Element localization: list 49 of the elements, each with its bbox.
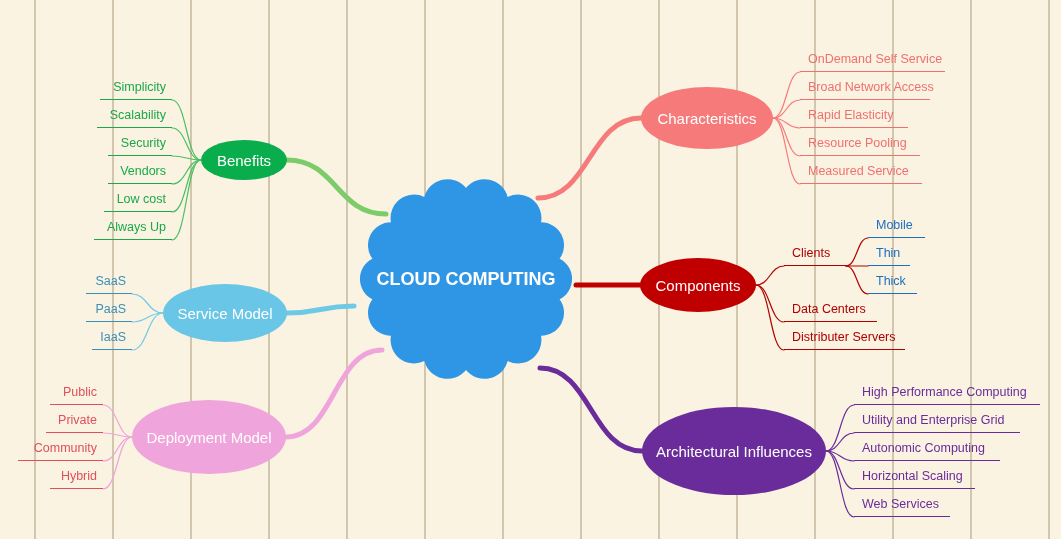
subtopic-label: Scalability (97, 106, 172, 128)
topic-ellipse: Benefits (201, 140, 287, 180)
subtopic-label: Data Centers (784, 300, 877, 322)
topic-ellipse: Components (640, 258, 756, 312)
branch-line (755, 265, 785, 286)
branch-line (102, 432, 133, 438)
branch-line (825, 450, 855, 518)
subtopic-label: Web Services (854, 495, 950, 517)
topic-ellipse: Characteristics (641, 87, 773, 149)
subtopic-label: Vendors (108, 162, 172, 184)
subtopic-label: Hybrid (50, 467, 103, 489)
subtopic-label: Public (50, 383, 103, 405)
branch-line (131, 312, 164, 323)
subtopic-label: PaaS (86, 300, 132, 322)
subtopic-label: Low cost (104, 190, 172, 212)
subtopic-label: High Performance Computing (854, 383, 1040, 405)
subtopic-label: IaaS (92, 328, 132, 350)
subtopic-label: Community (18, 439, 103, 461)
branch-line (772, 117, 801, 185)
subtopic-label: Horizontal Scaling (854, 467, 975, 489)
subtopic-label: Always Up (94, 218, 172, 240)
subtopic-label: Autonomic Computing (854, 439, 1000, 461)
subtopic-label: Measured Service (800, 162, 922, 184)
branch-line (845, 265, 869, 295)
subtopic-label: Rapid Elasticity (800, 106, 908, 128)
subtopic-label: Resource Pooling (800, 134, 920, 156)
subtopic-label: SaaS (86, 272, 132, 294)
subtopic-label: OnDemand Self Service (800, 50, 945, 72)
subtopic-label: Private (46, 411, 103, 433)
subtopic-label: Clients (784, 244, 846, 266)
subtopic-label: Mobile (868, 216, 925, 238)
topic-ellipse: Architectural Influences (642, 407, 826, 495)
subtopic-label: Security (108, 134, 172, 156)
branch-line (102, 436, 133, 490)
branch-line (131, 312, 164, 351)
branch-line (845, 265, 869, 267)
topic-ellipse: Service Model (163, 284, 287, 342)
branch-line (825, 432, 855, 452)
subtopic-label: Thin (868, 244, 910, 266)
branch-line (772, 99, 801, 119)
subtopic-label: Thick (868, 272, 917, 294)
subtopic-label: Utility and Enterprise Grid (854, 411, 1020, 433)
branch-line (755, 284, 785, 351)
subtopic-label: Distributer Servers (784, 328, 905, 350)
branch-line (171, 159, 202, 241)
subtopic-label: Simplicity (100, 78, 172, 100)
central-topic-label: CLOUD COMPUTING (376, 268, 556, 290)
topic-ellipse: Deployment Model (132, 400, 286, 474)
branch-line (131, 293, 164, 314)
